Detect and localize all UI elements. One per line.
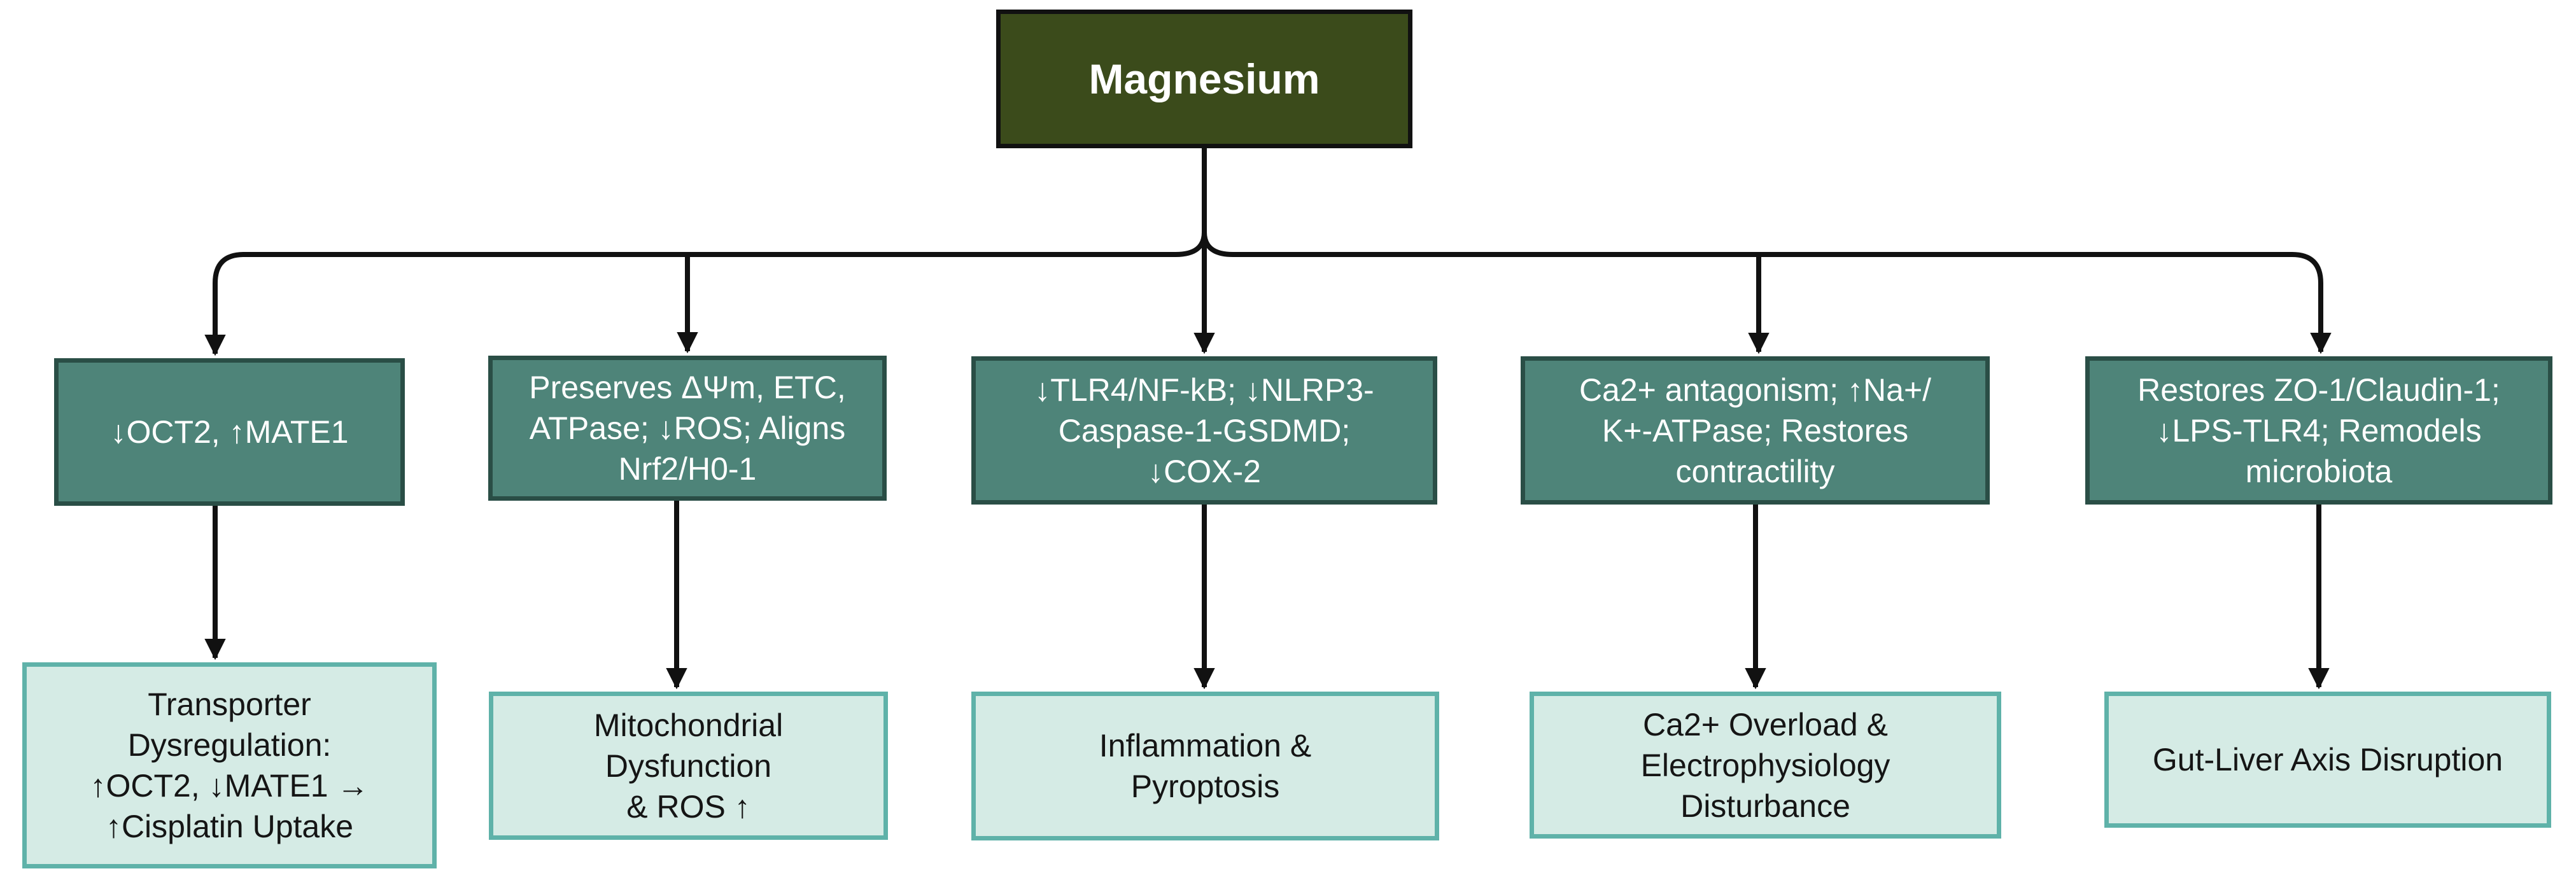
branch-bar [213, 230, 2323, 302]
mechanism-node-inflammation: ↓TLR4/NF-kB; ↓NLRP3- Caspase-1-GSDMD; ↓C… [971, 356, 1437, 505]
mechanism-label: ↓OCT2, ↑MATE1 [110, 414, 349, 450]
mechanism-node-mitochondria: Preserves ΔΨm, ETC, ATPase; ↓ROS; Aligns… [488, 356, 887, 501]
outcome-node-mitochondrial-dysfunction: Mitochondrial Dysfunction & ROS ↑ [489, 692, 888, 840]
outcome-label: Ca2+ Overload & Electrophysiology Distur… [1640, 706, 1890, 824]
outcome-label: Transporter Dysregulation: ↑OCT2, ↓MATE1… [90, 686, 369, 844]
outcome-label: Inflammation & Pyroptosis [1099, 728, 1312, 804]
mechanism-node-transporters: ↓OCT2, ↑MATE1 [54, 358, 405, 506]
outcome-node-gut-liver-axis: Gut-Liver Axis Disruption [2104, 692, 2551, 828]
mechanism-node-calcium: Ca2+ antagonism; ↑Na+/ K+-ATPase; Restor… [1521, 356, 1990, 505]
outcome-label: Gut-Liver Axis Disruption [2152, 742, 2503, 777]
outcome-node-inflammation-pyroptosis: Inflammation & Pyroptosis [971, 692, 1439, 840]
mechanism-label: Preserves ΔΨm, ETC, ATPase; ↓ROS; Aligns… [529, 370, 846, 487]
mechanism-label: Ca2+ antagonism; ↑Na+/ K+-ATPase; Restor… [1579, 372, 1932, 489]
mechanism-label: ↓TLR4/NF-kB; ↓NLRP3- Caspase-1-GSDMD; ↓C… [1034, 372, 1374, 489]
root-label: Magnesium [1088, 55, 1320, 102]
mechanism-label: Restores ZO-1/Claudin-1; ↓LPS-TLR4; Remo… [2137, 372, 2500, 489]
outcome-node-transporter-dysregulation: Transporter Dysregulation: ↑OCT2, ↓MATE1… [22, 662, 437, 868]
magnesium-root-node: Magnesium [996, 10, 1412, 148]
outcome-label: Mitochondrial Dysfunction & ROS ↑ [593, 707, 784, 825]
mechanism-node-gut: Restores ZO-1/Claudin-1; ↓LPS-TLR4; Remo… [2085, 356, 2552, 505]
outcome-node-calcium-overload: Ca2+ Overload & Electrophysiology Distur… [1530, 692, 2001, 839]
